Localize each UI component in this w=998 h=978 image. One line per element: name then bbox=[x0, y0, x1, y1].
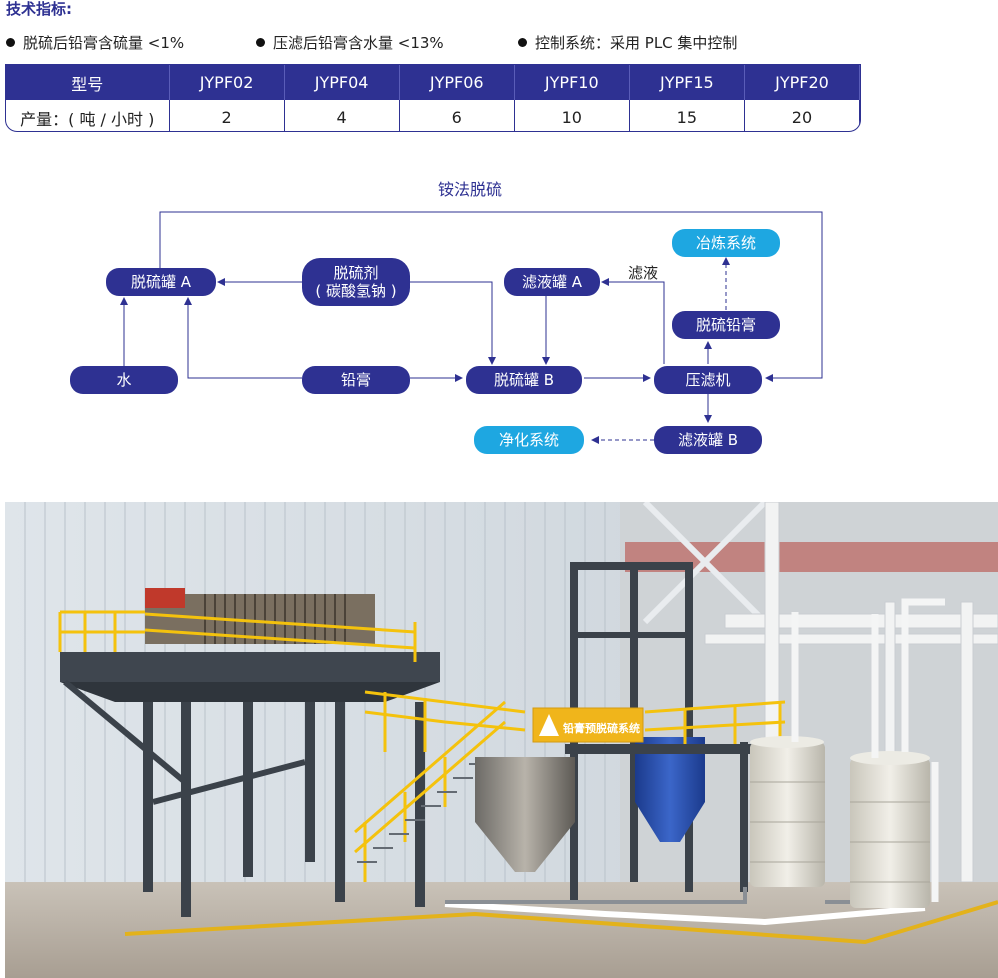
node-tank-b: 脱硫罐 B bbox=[466, 366, 582, 394]
bullet-dot-icon bbox=[518, 38, 527, 47]
arrow-loop bbox=[159, 211, 823, 382]
section-title: 技术指标: bbox=[6, 0, 72, 18]
node-reagent: 脱硫剂 ( 碳酸氢钠 ) bbox=[302, 258, 410, 306]
node-water: 水 bbox=[70, 366, 178, 394]
table-cell: 2 bbox=[169, 100, 285, 131]
spec-bullet-moisture: 压滤后铅膏含水量 <13% bbox=[256, 32, 444, 53]
spec-table: 型号 JYPF02 JYPF04 JYPF06 JYPF10 JYPF15 JY… bbox=[5, 64, 861, 132]
bullet-text: 压滤后铅膏含水量 <13% bbox=[273, 34, 444, 52]
table-cell: 4 bbox=[284, 100, 400, 131]
edge-label-filtrate: 滤液 bbox=[628, 264, 659, 282]
table-cell: 20 bbox=[744, 100, 860, 131]
table-header-cell: JYPF20 bbox=[744, 65, 860, 100]
table-header-row: 型号 JYPF02 JYPF04 JYPF06 JYPF10 JYPF15 JY… bbox=[6, 65, 860, 100]
bullet-dot-icon bbox=[256, 38, 265, 47]
table-cell: 10 bbox=[514, 100, 630, 131]
node-paste-out: 脱硫铅膏 bbox=[672, 311, 780, 339]
node-reagent-line1: 脱硫剂 bbox=[333, 264, 379, 282]
flow-connectors bbox=[120, 211, 823, 444]
arrow-reagent-to-tank-b bbox=[410, 281, 496, 365]
node-filtrate-tank-a: 滤液罐 A bbox=[504, 268, 600, 296]
node-smelting: 冶炼系统 bbox=[672, 229, 780, 257]
table-row: 产量：( 吨 / 小时 ) 2 4 6 10 15 20 bbox=[6, 100, 860, 131]
table-cell: 15 bbox=[629, 100, 745, 131]
equipment-photo: 铅膏预脱硫系统 bbox=[5, 502, 998, 978]
table-header-cell: 型号 bbox=[6, 65, 170, 100]
node-tank-a: 脱硫罐 A bbox=[106, 268, 216, 296]
arrow-paste-to-tank-a bbox=[184, 297, 302, 379]
node-reagent-line2: ( 碳酸氢钠 ) bbox=[315, 282, 397, 300]
bullet-dot-icon bbox=[6, 38, 15, 47]
bullet-text: 脱硫后铅膏含硫量 <1% bbox=[23, 34, 185, 52]
spec-bullet-sulfur: 脱硫后铅膏含硫量 <1% bbox=[6, 32, 184, 53]
table-cell: 6 bbox=[399, 100, 515, 131]
node-filter-press: 压滤机 bbox=[654, 366, 762, 394]
diagram-title: 铵法脱硫 bbox=[437, 180, 502, 199]
table-row-label: 产量：( 吨 / 小时 ) bbox=[6, 100, 170, 131]
table-header-cell: JYPF04 bbox=[284, 65, 400, 100]
table-header-cell: JYPF10 bbox=[514, 65, 630, 100]
table-header-cell: JYPF15 bbox=[629, 65, 745, 100]
table-header-cell: JYPF06 bbox=[399, 65, 515, 100]
arrow-press-to-filtrate-a bbox=[601, 278, 665, 364]
spec-bullet-control: 控制系统：采用 PLC 集中控制 bbox=[518, 32, 737, 53]
table-header-cell: JYPF02 bbox=[169, 65, 285, 100]
bullet-text: 控制系统：采用 PLC 集中控制 bbox=[535, 34, 738, 52]
node-lead-paste: 铅膏 bbox=[302, 366, 410, 394]
node-filtrate-tank-b: 滤液罐 B bbox=[654, 426, 762, 454]
node-purification: 净化系统 bbox=[474, 426, 584, 454]
equipment-sign-text: 铅膏预脱硫系统 bbox=[563, 721, 640, 735]
